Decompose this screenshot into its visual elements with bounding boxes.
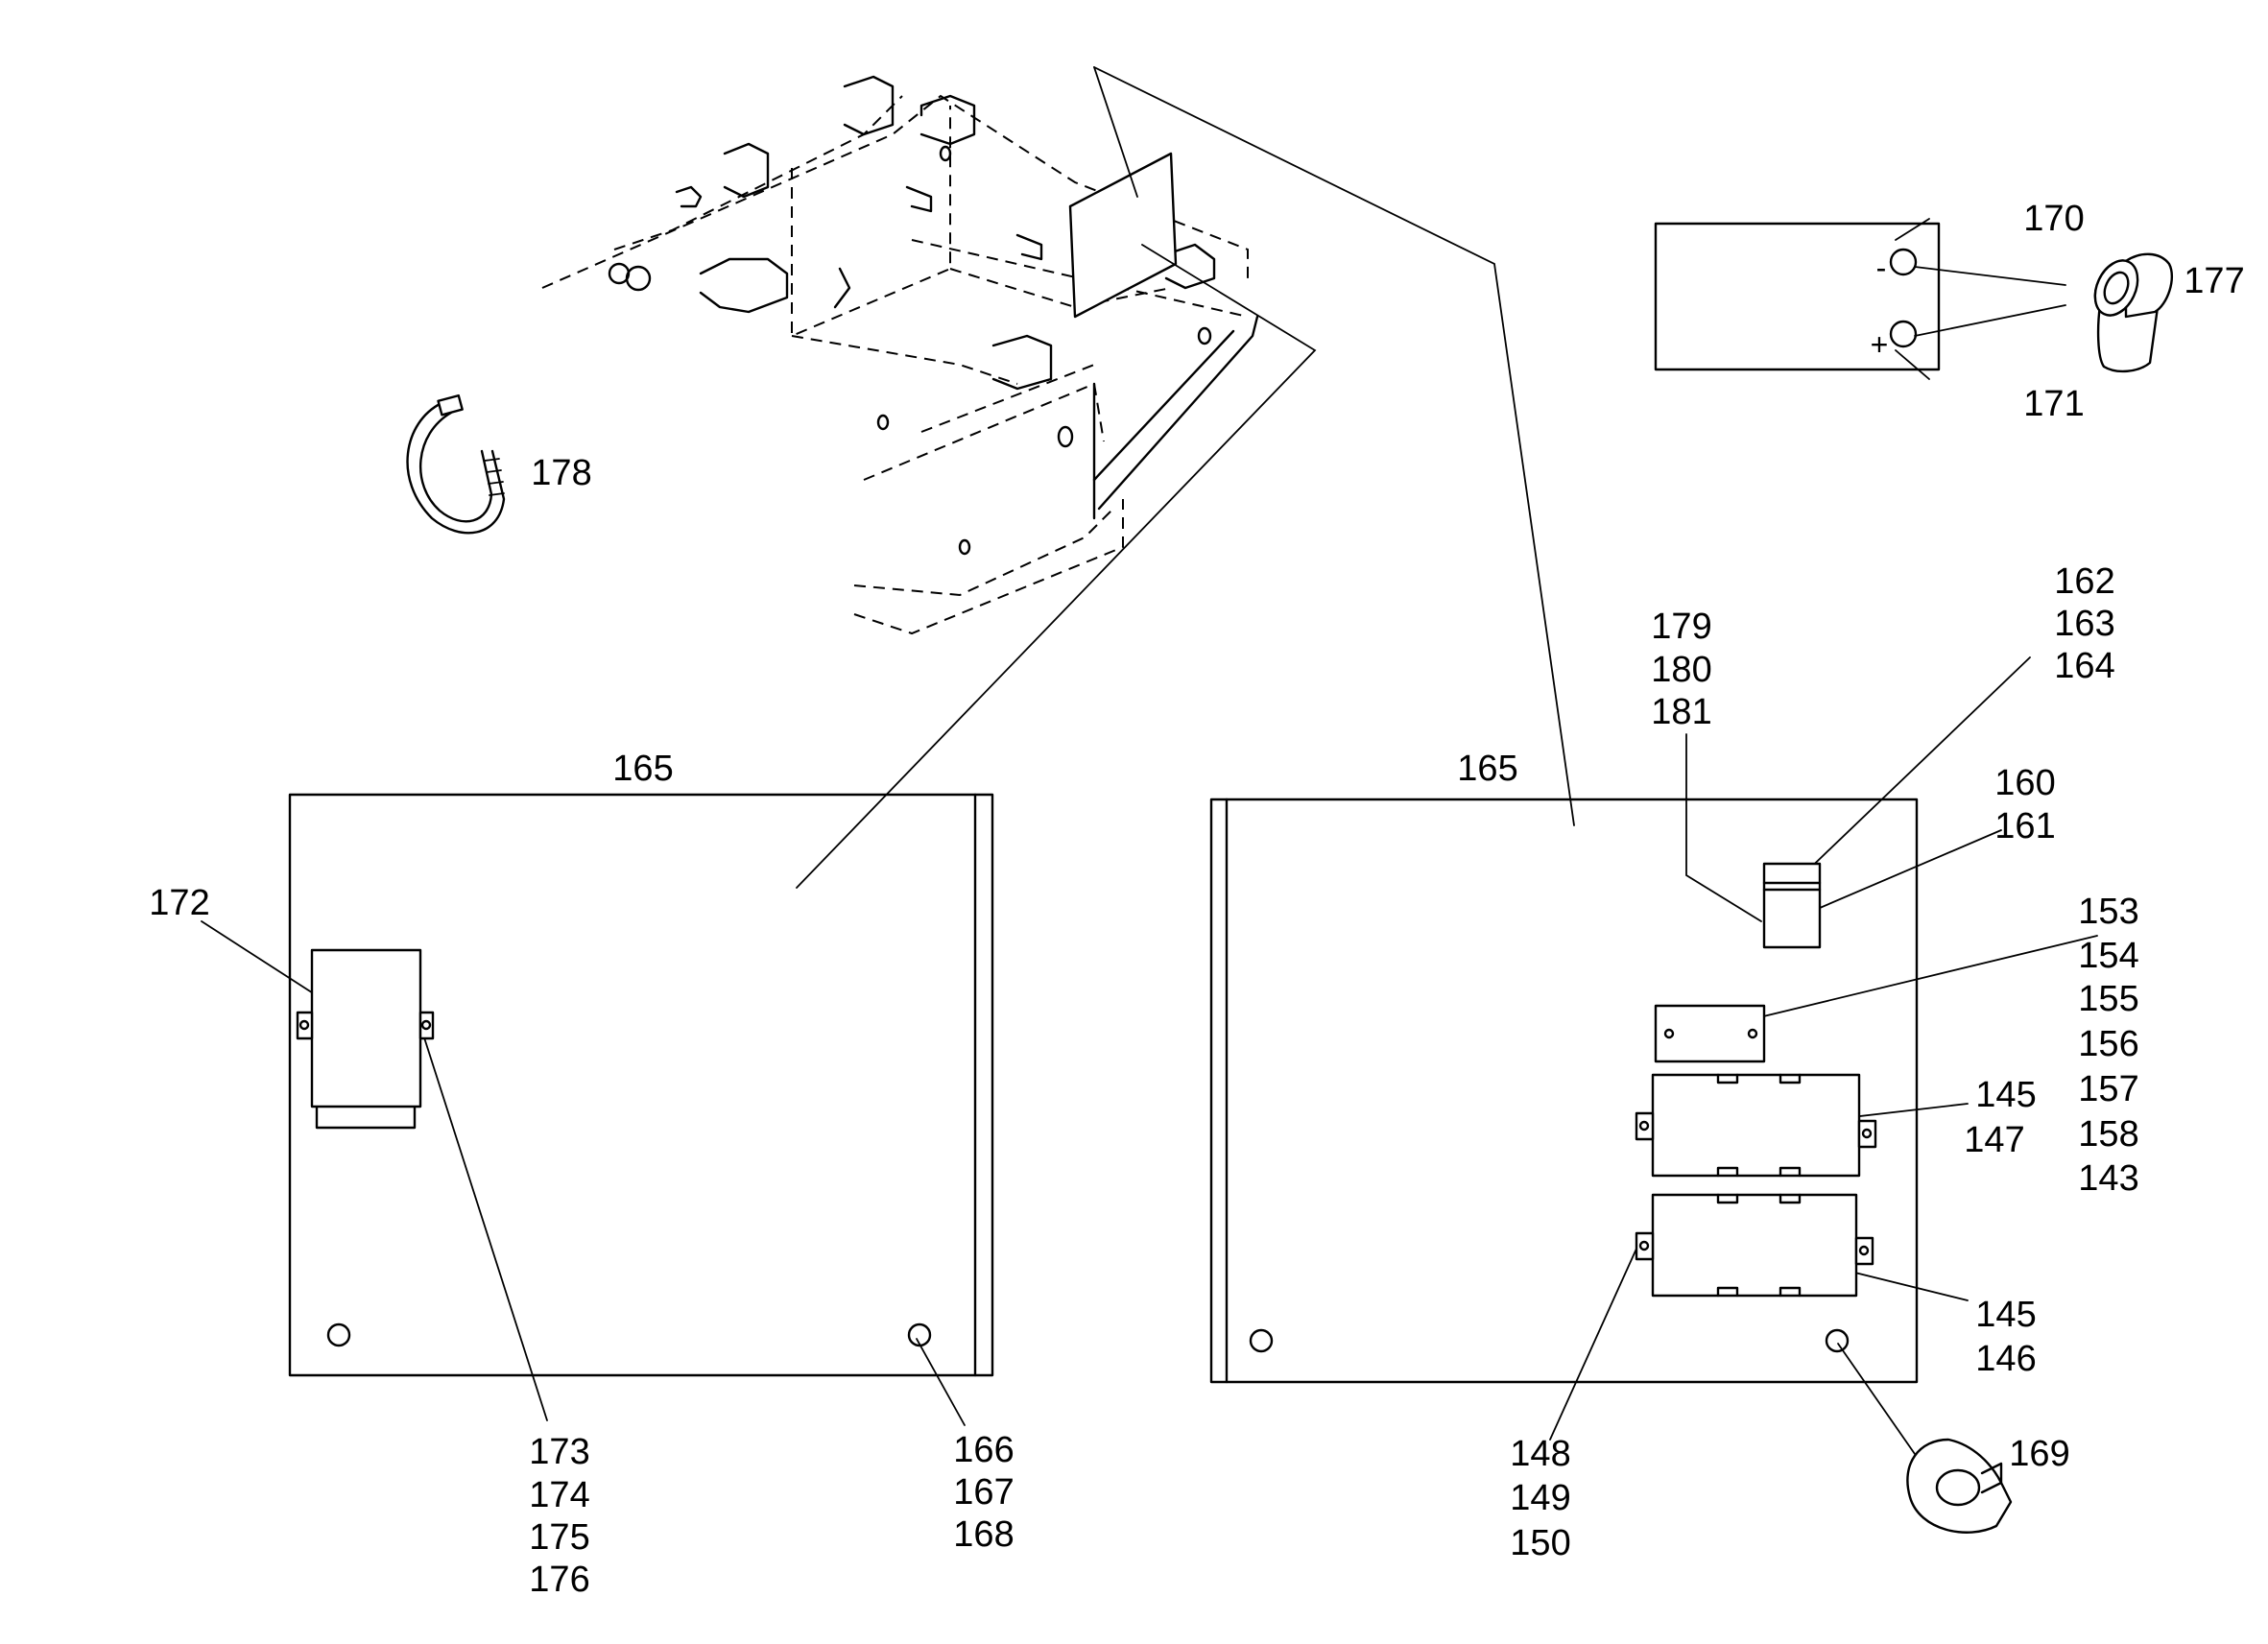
label-170: 170 xyxy=(2023,199,2084,239)
label-168: 168 xyxy=(953,1514,1014,1555)
circuit-board-plate xyxy=(1068,152,1178,319)
label-171: 171 xyxy=(2023,384,2084,424)
label-175: 175 xyxy=(529,1517,589,1558)
label-150: 150 xyxy=(1510,1523,1570,1563)
module-172 xyxy=(296,948,435,1130)
leader-lines xyxy=(201,66,2098,1455)
label-143: 143 xyxy=(2078,1158,2138,1199)
label-146: 146 xyxy=(1975,1339,2036,1379)
label-145-upper: 145 xyxy=(1975,1075,2036,1115)
cable-tie xyxy=(406,393,506,535)
label-154: 154 xyxy=(2078,936,2138,976)
label-165-right: 165 xyxy=(1457,749,1517,789)
label-163: 163 xyxy=(2054,604,2114,644)
battery-minus-sign: - xyxy=(1876,250,1887,285)
label-161: 161 xyxy=(1994,806,2055,846)
label-149: 149 xyxy=(1510,1478,1570,1518)
label-180: 180 xyxy=(1651,650,1711,690)
label-179: 179 xyxy=(1651,607,1711,647)
label-176: 176 xyxy=(529,1560,589,1600)
callout-labels: 165 165 170 171 177 178 172 173 174 175 … xyxy=(149,199,2244,1600)
relay-component xyxy=(1762,862,1822,949)
label-162: 162 xyxy=(2054,561,2114,602)
label-156: 156 xyxy=(2078,1024,2138,1064)
left-panel xyxy=(288,793,994,1377)
label-166: 166 xyxy=(953,1430,1014,1470)
label-178: 178 xyxy=(531,453,591,493)
label-153: 153 xyxy=(2078,892,2138,932)
label-181: 181 xyxy=(1651,692,1711,732)
label-165-left: 165 xyxy=(612,749,673,789)
cable-clamp xyxy=(1906,1438,2013,1534)
label-172: 172 xyxy=(149,883,209,923)
label-177: 177 xyxy=(2184,261,2244,301)
label-145-lower: 145 xyxy=(1975,1295,2036,1335)
label-158: 158 xyxy=(2078,1114,2138,1155)
label-147: 147 xyxy=(1964,1120,2024,1160)
label-169: 169 xyxy=(2009,1434,2069,1474)
battery-plus-sign: + xyxy=(1871,327,1889,362)
chassis-frame xyxy=(541,75,1259,635)
label-164: 164 xyxy=(2054,646,2114,686)
label-173: 173 xyxy=(529,1432,589,1472)
mounting-plate xyxy=(1654,1004,1766,1063)
label-157: 157 xyxy=(2078,1069,2138,1109)
battery xyxy=(1654,222,1941,371)
label-155: 155 xyxy=(2078,979,2138,1019)
label-174: 174 xyxy=(529,1475,589,1515)
label-148: 148 xyxy=(1510,1434,1570,1474)
label-167: 167 xyxy=(953,1472,1014,1513)
module-145-147 xyxy=(1635,1073,1877,1178)
label-160: 160 xyxy=(1994,763,2055,803)
terminal-boot xyxy=(2093,252,2174,373)
right-panel xyxy=(1209,798,1919,1384)
module-145-146 xyxy=(1635,1193,1874,1298)
